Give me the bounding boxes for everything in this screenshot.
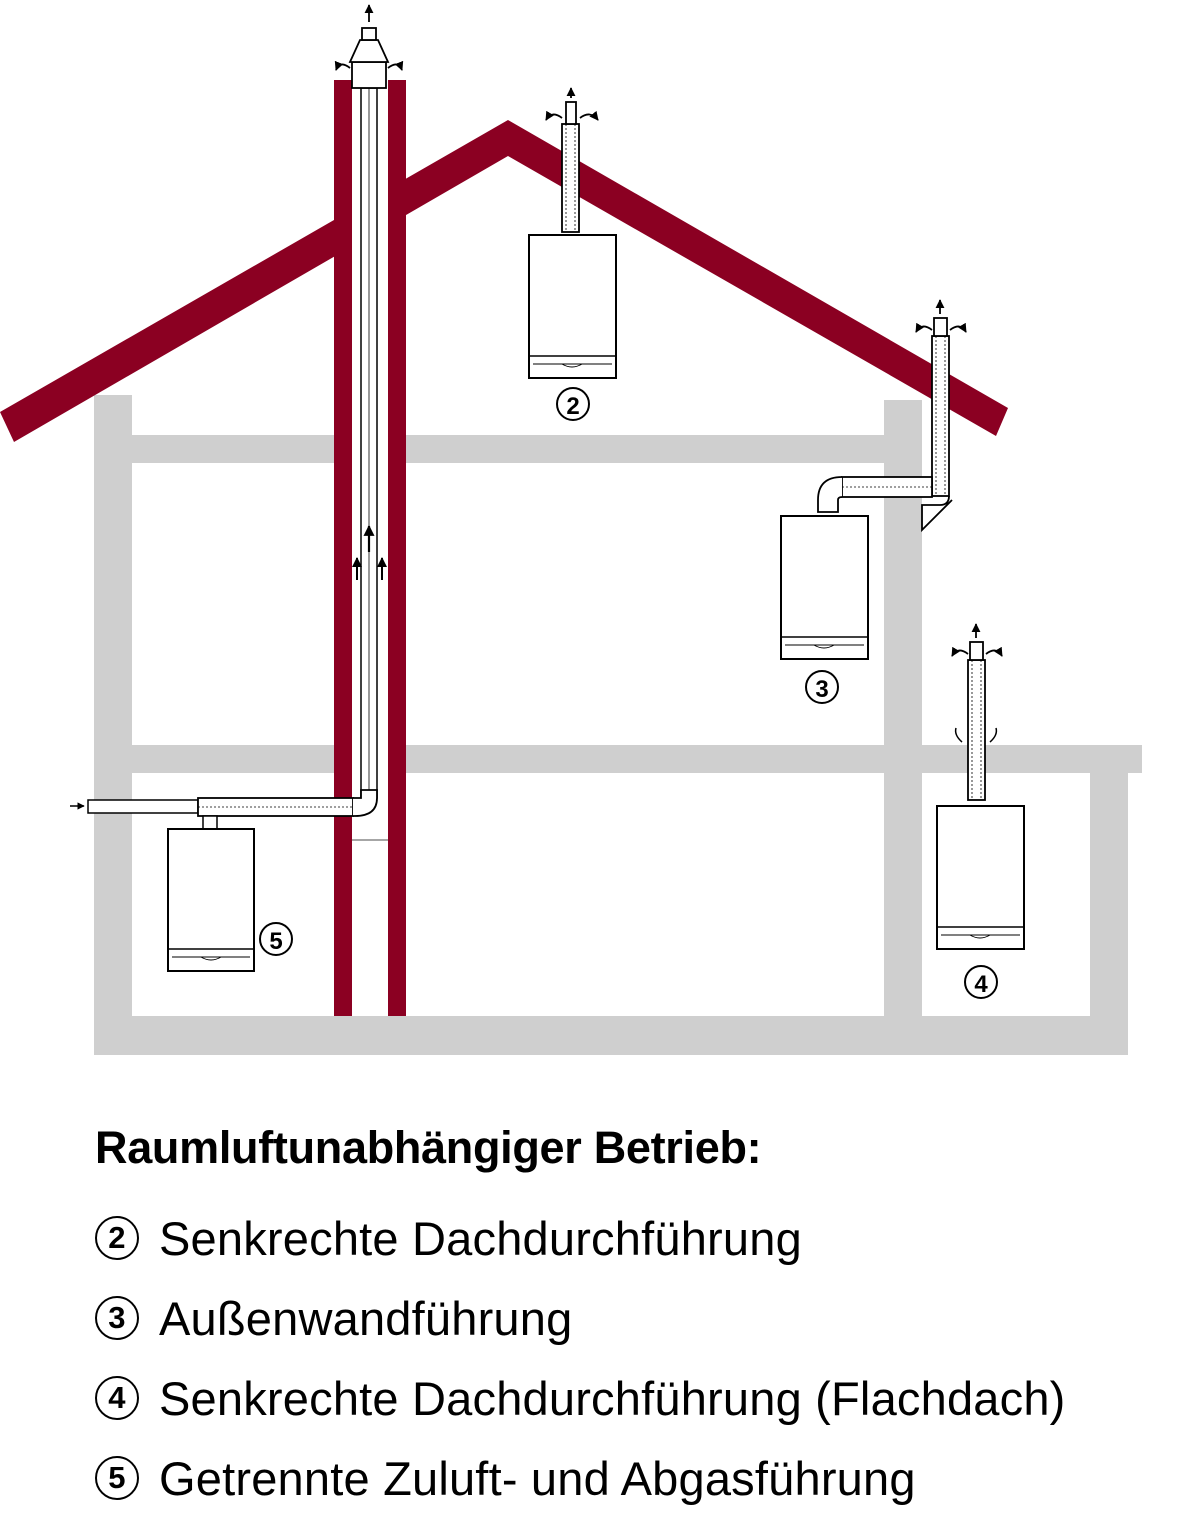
- boiler-5-system: [70, 789, 378, 972]
- callout-4-label: 4: [974, 971, 988, 998]
- callout-4: 4: [964, 965, 998, 999]
- legend-badge-2: 2: [95, 1216, 139, 1260]
- legend-badge-4: 4: [95, 1376, 139, 1420]
- boiler-2-system: [528, 87, 617, 379]
- annex-wall: [1090, 773, 1128, 1055]
- legend-item-2: 2 Senkrechte Dachdurchführung: [95, 1198, 1196, 1278]
- callout-2: 2: [556, 387, 590, 421]
- legend-text-4: Senkrechte Dachdurchführung (Flachdach): [159, 1371, 1066, 1425]
- ground-floor-slab: [94, 1016, 1128, 1055]
- boiler-4-system: [936, 623, 1025, 950]
- boiler-3-system: [780, 299, 967, 660]
- right-wall: [884, 400, 922, 1040]
- legend: Raumluftunabhängiger Betrieb: 2 Senkrech…: [95, 1118, 1196, 1518]
- roof: [0, 120, 1008, 442]
- legend-badge-5: 5: [95, 1456, 139, 1500]
- upper-floor-slab: [94, 435, 922, 463]
- legend-text-3: Außenwandführung: [159, 1291, 573, 1345]
- legend-badge-3: 3: [95, 1296, 139, 1340]
- callout-3-label: 3: [815, 676, 828, 703]
- boiler-5: [167, 828, 255, 972]
- legend-item-5: 5 Getrennte Zuluft- und Abgasführung: [95, 1438, 1196, 1518]
- legend-text-2: Senkrechte Dachdurchführung: [159, 1211, 802, 1265]
- chimney-cap: [351, 61, 387, 89]
- left-wall: [94, 395, 132, 1055]
- callout-5-label: 5: [269, 928, 282, 955]
- chimney: [334, 4, 406, 1016]
- legend-item-3: 3 Außenwandführung: [95, 1278, 1196, 1358]
- legend-item-4: 4 Senkrechte Dachdurchführung (Flachdach…: [95, 1358, 1196, 1438]
- callout-2-label: 2: [566, 393, 579, 420]
- boiler-2: [528, 234, 617, 379]
- boiler-3: [780, 515, 869, 660]
- legend-title: Raumluftunabhängiger Betrieb:: [95, 1122, 762, 1173]
- callout-5: 5: [259, 922, 293, 956]
- callout-3: 3: [805, 670, 839, 704]
- boiler-4: [936, 805, 1025, 950]
- house-diagram: 2 3 4 5: [0, 4, 1142, 1055]
- legend-text-5: Getrennte Zuluft- und Abgasführung: [159, 1451, 916, 1505]
